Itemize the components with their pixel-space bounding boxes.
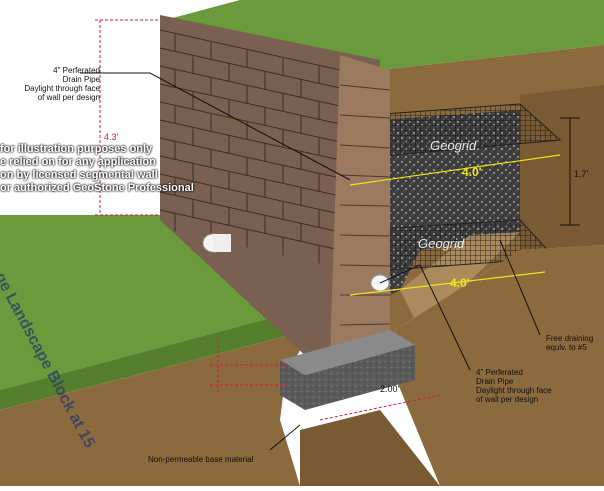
block-course-line <box>159 155 341 197</box>
label-line: Daylight through face <box>476 386 552 395</box>
block-course-line <box>159 191 341 233</box>
block-course-line <box>159 209 341 251</box>
block-wall-face <box>160 15 380 360</box>
block-course-line <box>159 47 341 89</box>
label-line: equiv. to #5 <box>546 343 587 352</box>
label-line: 4" Perferated <box>53 66 100 75</box>
disclaimer-line: on by licensed segmental wall <box>0 169 158 181</box>
geogrid-text: Geogrid <box>430 138 477 153</box>
label-line: Drain Pipe <box>476 377 514 386</box>
block-course-line <box>159 137 341 179</box>
base-material <box>280 330 415 375</box>
block-course-line <box>159 119 341 161</box>
drain-pipe-label-top: 4" Perferated Drain Pipe Daylight throug… <box>10 66 100 102</box>
drain-pipe-label-bottom: 4" Perferated Drain Pipe Daylight throug… <box>476 368 552 404</box>
geogrid-text: Geogrid <box>418 236 465 251</box>
block-course-line <box>159 29 341 71</box>
block-courses <box>159 29 341 264</box>
geogrid-length-upper-dimension <box>349 154 561 186</box>
label-line: Daylight through face <box>24 84 100 93</box>
geogrid-spacing-label: 1.7' <box>574 169 589 179</box>
wall-height-label: 4.3' <box>104 132 119 142</box>
base-width-label: 2.00' <box>380 384 400 394</box>
block-course-line <box>159 101 341 143</box>
base-width-dimension <box>319 394 441 421</box>
base-material-label: Non-permeable base material <box>148 455 253 464</box>
free-draining-label: Free draining equiv. to #5 <box>546 334 593 352</box>
label-line: Non-permeable base material <box>148 455 254 464</box>
label-line: Free draining <box>546 334 594 343</box>
label-line: 4" Perferated <box>476 368 523 377</box>
label-line: of wall per design <box>476 395 539 404</box>
upper-grass <box>165 0 604 70</box>
disclaimer-text: for illustration purposes only e relied … <box>0 143 194 195</box>
geogrid-length-upper-label: 4.0' <box>462 165 482 179</box>
block-course-line <box>159 173 341 215</box>
disclaimer-line: e relied on for any application <box>0 156 156 168</box>
block-course-line <box>159 65 341 107</box>
geogrid-length-lower-dimension <box>349 271 546 296</box>
geogrid-length-lower-label: 4.0' <box>450 276 470 290</box>
block-course-line <box>159 83 341 125</box>
drain-pipe-upper <box>202 233 231 253</box>
front-soil <box>0 330 310 486</box>
label-line: Drain Pipe <box>62 75 100 84</box>
disclaimer-line: for illustration purposes only <box>0 143 153 155</box>
label-line: of wall per design <box>37 93 100 102</box>
disclaimer-line: or authorized GeoStone Professional <box>0 182 194 194</box>
